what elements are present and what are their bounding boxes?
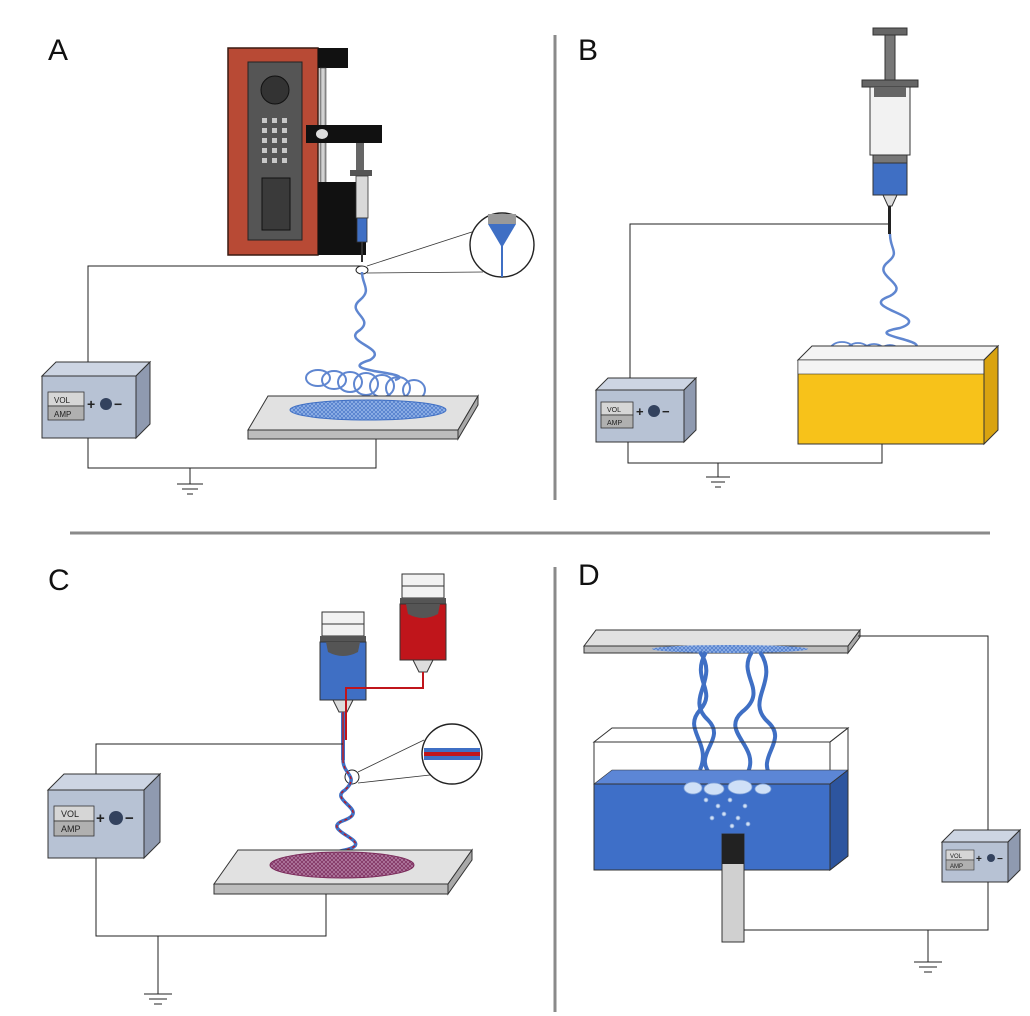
coagulation-bath xyxy=(796,344,1000,446)
minus-sign-d: − xyxy=(997,854,1003,865)
amp-label-b: AMP xyxy=(607,420,623,427)
power-supply-c: VOL AMP + − xyxy=(46,772,162,860)
vol-label-b: VOL xyxy=(607,407,621,414)
amp-label-d: AMP xyxy=(950,864,963,870)
coaxial-zoom xyxy=(421,723,483,785)
bubbles xyxy=(683,779,772,829)
panel-d: VOL AMP + − xyxy=(583,628,1022,973)
panel-a: VOL AMP + − xyxy=(40,47,535,495)
syringe-red-c xyxy=(399,573,447,673)
pump-display xyxy=(261,177,291,231)
collector-plate xyxy=(247,394,479,441)
keypad-icon xyxy=(262,118,287,163)
fiber-jet xyxy=(354,271,401,382)
plus-sign-c: + xyxy=(96,810,105,827)
fiber-mat-c xyxy=(269,851,415,879)
circuit-wires-c xyxy=(95,743,343,1005)
vol-label: VOL xyxy=(54,396,71,405)
power-knob-icon-d xyxy=(987,854,995,862)
taylor-cone-zoom xyxy=(469,212,535,278)
amp-label: AMP xyxy=(54,410,71,419)
fiber-mat-d xyxy=(652,645,808,653)
fiber-jet-c xyxy=(319,759,358,866)
plus-sign: + xyxy=(87,396,95,412)
amp-label-c: AMP xyxy=(61,824,81,834)
minus-sign-b: − xyxy=(662,404,670,419)
circuit-wires-a xyxy=(87,265,377,495)
top-collector-d xyxy=(583,628,861,655)
panel-letter-b: B xyxy=(578,34,598,67)
circuit-wires-b xyxy=(627,223,889,488)
fiber-jet-b xyxy=(879,233,918,352)
plus-sign-b: + xyxy=(636,404,644,419)
panel-letter-d: D xyxy=(578,559,600,592)
power-knob-icon-c xyxy=(109,811,123,825)
panel-c: VOL AMP + − xyxy=(46,573,483,1005)
power-supply-b: VOL AMP + − xyxy=(594,376,698,444)
power-knob-icon-b xyxy=(648,405,660,417)
water-bath xyxy=(592,726,850,872)
syringe-pump xyxy=(227,47,382,262)
minus-sign-c: − xyxy=(125,810,134,827)
syringe-blue-c xyxy=(319,611,367,713)
spinneret-d xyxy=(721,833,745,943)
minus-sign: − xyxy=(114,396,122,412)
fiber-ribbons-d xyxy=(692,650,778,782)
power-supply-a: VOL AMP + − xyxy=(40,360,152,440)
power-knob-icon xyxy=(100,398,112,410)
pump-dial-icon xyxy=(260,75,290,105)
panel-b: VOL AMP + − xyxy=(594,27,1000,488)
panel-letter-c: C xyxy=(48,564,70,597)
panel-letter-a: A xyxy=(48,34,68,67)
vol-label-d: VOL xyxy=(950,854,963,860)
fiber-mat xyxy=(289,399,447,421)
red-feed-line xyxy=(345,672,424,740)
plus-sign-d: + xyxy=(976,854,982,865)
collector-plate-c xyxy=(213,848,473,896)
power-supply-d: VOL AMP + − xyxy=(940,828,1022,884)
syringe-b xyxy=(861,27,919,234)
vol-label-c: VOL xyxy=(61,809,79,819)
circuit-wires-d xyxy=(744,635,989,973)
